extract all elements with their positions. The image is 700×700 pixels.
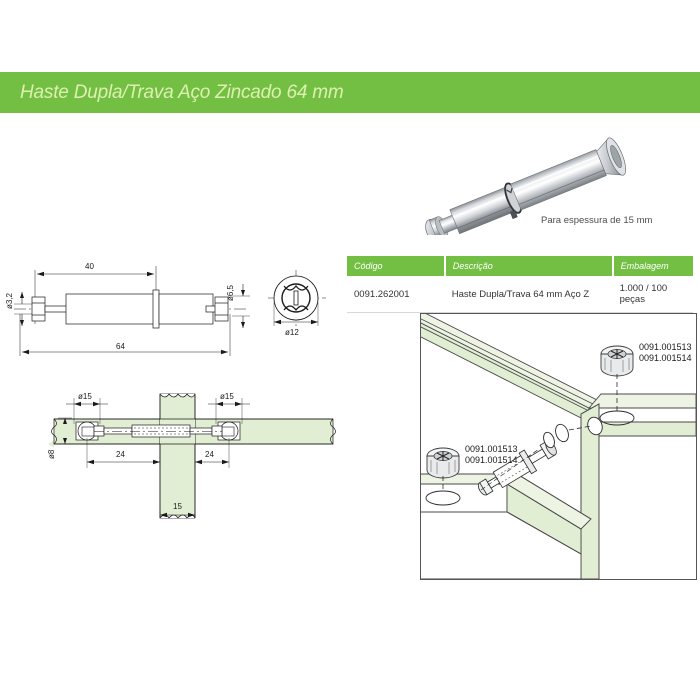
product-photo: Para espessura de 15 mm — [405, 125, 695, 235]
column-header-descricao: Descrição — [444, 256, 614, 276]
dim-label-diameter-6-5: ø6,5 — [226, 284, 235, 301]
cell-descricao: Haste Dupla/Trava 64 mm Aço Z — [444, 276, 613, 313]
table-row: 0091.262001 Haste Dupla/Trava 64 mm Aço … — [347, 276, 693, 313]
part-code-bottom-line2: 0091.001514 — [465, 455, 518, 465]
part-code-bottom-line1: 0091.001513 — [465, 444, 518, 454]
assembly-section-svg — [48, 393, 336, 519]
dim-label-edge-right-24: 24 — [205, 450, 214, 459]
cell-codigo: 0091.262001 — [347, 276, 445, 313]
dim-label-diameter-12: ø12 — [285, 328, 299, 337]
dim-label-length-64: 64 — [116, 342, 125, 351]
dim-label-bore-8: ø8 — [47, 449, 56, 459]
dim-label-bore-left-15: ø15 — [78, 392, 92, 401]
dim-label-bore-right-15: ø15 — [220, 392, 234, 401]
isometric-assembly-svg — [421, 314, 696, 579]
photo-caption: Para espessura de 15 mm — [541, 215, 653, 226]
part-code-label-top: 0091.001513 0091.001514 — [639, 342, 692, 364]
column-header-embalagem: Embalagem — [612, 256, 693, 276]
product-photo-image — [425, 137, 626, 235]
spec-table: Código Descrição Embalagem 0091.262001 H… — [347, 256, 693, 313]
dim-label-diameter-3-2: ø3,2 — [5, 292, 14, 309]
dim-label-thickness-15: 15 — [173, 502, 182, 511]
isometric-assembly-diagram: 0091.001513 0091.001514 0091.001513 0091… — [420, 313, 697, 580]
dim-label-length-40: 40 — [85, 262, 94, 271]
page-header-bar: Haste Dupla/Trava Aço Zincado 64 mm — [0, 72, 700, 113]
page-title: Haste Dupla/Trava Aço Zincado 64 mm — [20, 81, 344, 103]
part-code-top-line1: 0091.001513 — [639, 342, 692, 352]
technical-drawing-elevation: 40 64 ø3,2 ø6,5 ø12 — [5, 252, 338, 367]
table-header-row: Código Descrição Embalagem — [347, 256, 693, 276]
technical-drawing-assembly-section: ø15 ø15 ø8 24 24 15 — [8, 382, 338, 522]
cell-embalagem: 1.000 / 100 peças — [612, 276, 693, 313]
part-code-label-bottom: 0091.001513 0091.001514 — [465, 444, 518, 466]
part-code-top-line2: 0091.001514 — [639, 353, 692, 363]
elevation-drawing-svg — [14, 266, 326, 356]
dim-label-edge-left-24: 24 — [116, 450, 125, 459]
column-header-codigo: Código — [347, 256, 446, 276]
